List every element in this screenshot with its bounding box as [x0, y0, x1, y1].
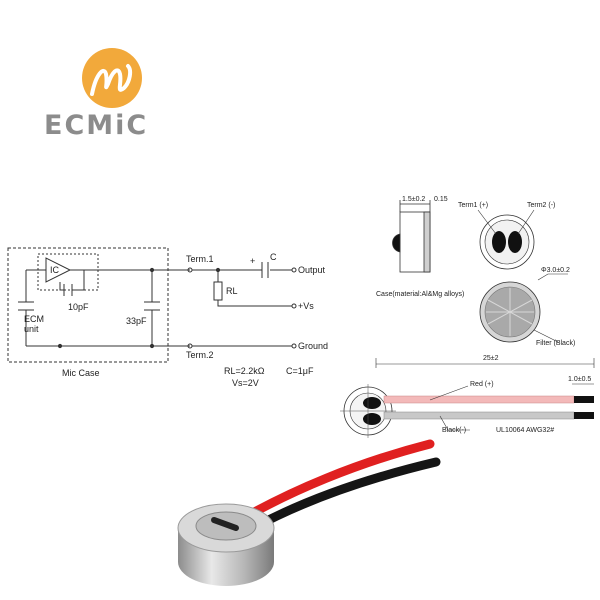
ecm-internal-outline	[37, 253, 99, 291]
logo-m-stroke	[90, 64, 133, 96]
black-wire-tip	[574, 412, 594, 419]
red-wire-label: Red (+)	[470, 381, 494, 388]
side-view-dim-line	[399, 200, 431, 212]
junction-3	[215, 267, 221, 273]
back-view	[477, 209, 535, 270]
dim-small: 0.15	[434, 196, 448, 203]
mic-case-outline	[7, 247, 169, 363]
term-leader-lines	[477, 209, 535, 235]
ecm-label: ECM	[24, 314, 44, 324]
cable-assembly: 25±2 1.0±0.5 Red (+) Black(-) UL10064 AW…	[340, 355, 595, 438]
diameter-label: Φ3.0±0.2	[541, 267, 570, 274]
mechanical-labels: 1.5±0.2 0.15 Term1 (+) Term2 (-) Case(ma…	[376, 196, 575, 347]
wire-10pf	[59, 270, 85, 291]
mic-case-label: Mic Case	[62, 368, 100, 378]
junction-2	[149, 343, 155, 349]
wire-leader-lines	[429, 385, 470, 431]
length-label: 25±2	[483, 355, 499, 362]
schematic-labels: IC ECM unit 10pF 33pF Mic Case Term.1 Te…	[24, 252, 328, 388]
cap-10pf-label: 10pF	[68, 302, 89, 312]
term1-pad	[492, 231, 506, 253]
term2-pad	[508, 231, 522, 253]
c-label: C	[270, 252, 277, 262]
ecm-wire-left	[25, 269, 46, 346]
term1-label: Term.1	[186, 254, 214, 264]
resistor-rl	[213, 281, 223, 301]
c-value: C=1μF	[286, 366, 314, 376]
front-view	[479, 273, 568, 343]
photo-solder-joint	[211, 517, 239, 531]
rl-label: RL	[226, 286, 238, 296]
vs-node	[291, 303, 297, 309]
black-wire-drawing	[383, 411, 575, 420]
capsule-pad-top	[363, 397, 381, 409]
rl-value: RL=2.2kΩ	[224, 366, 265, 376]
filter-label: Filter (Black)	[536, 340, 575, 347]
term2-minus-label: Term2 (-)	[527, 202, 555, 209]
ground-node	[291, 343, 297, 349]
ground-label: Ground	[298, 341, 328, 351]
case-material-label: Case(material:Al&Mg alloys)	[376, 291, 464, 298]
side-view-terminal	[392, 233, 401, 253]
product-photo	[177, 439, 441, 586]
cap-33pf-plates	[144, 301, 160, 311]
cable-spec-label: UL10064 AWG32#	[496, 427, 554, 434]
capsule-pad-bottom	[363, 413, 381, 425]
side-view	[392, 200, 431, 273]
red-wire-tip	[574, 396, 594, 403]
ic-label: IC	[50, 265, 60, 275]
black-wire-label: Black(-)	[442, 427, 466, 434]
term1-plus-label: Term1 (+)	[458, 202, 488, 209]
filter-hatch	[486, 288, 534, 336]
length-dim-line	[375, 358, 595, 368]
cap-10pf-plates	[63, 284, 73, 296]
capsule-crosshair	[340, 384, 396, 438]
cap-33pf-label: 33pF	[126, 316, 147, 326]
back-view-inner	[484, 219, 530, 265]
capacitor-c	[261, 262, 269, 278]
plus-label: +	[250, 256, 255, 266]
term2-label: Term.2	[186, 350, 214, 360]
vs-label: +Vs	[298, 301, 314, 311]
red-wire-drawing	[383, 395, 575, 404]
ecm-capacitor	[18, 301, 34, 311]
circuit-schematic	[7, 247, 297, 363]
front-view-leader-lines	[533, 273, 568, 343]
strip-label: 1.0±0.5	[568, 376, 591, 383]
unit-label: unit	[24, 324, 39, 334]
junction-1	[149, 267, 155, 273]
output-label: Output	[298, 265, 326, 275]
junction-4	[57, 343, 63, 349]
dim-thickness: 1.5±0.2	[402, 196, 425, 203]
output-node	[291, 267, 297, 273]
vs-value: Vs=2V	[232, 378, 259, 388]
side-view-face	[423, 211, 431, 273]
logo-wordmark: ECMiC	[44, 110, 149, 141]
